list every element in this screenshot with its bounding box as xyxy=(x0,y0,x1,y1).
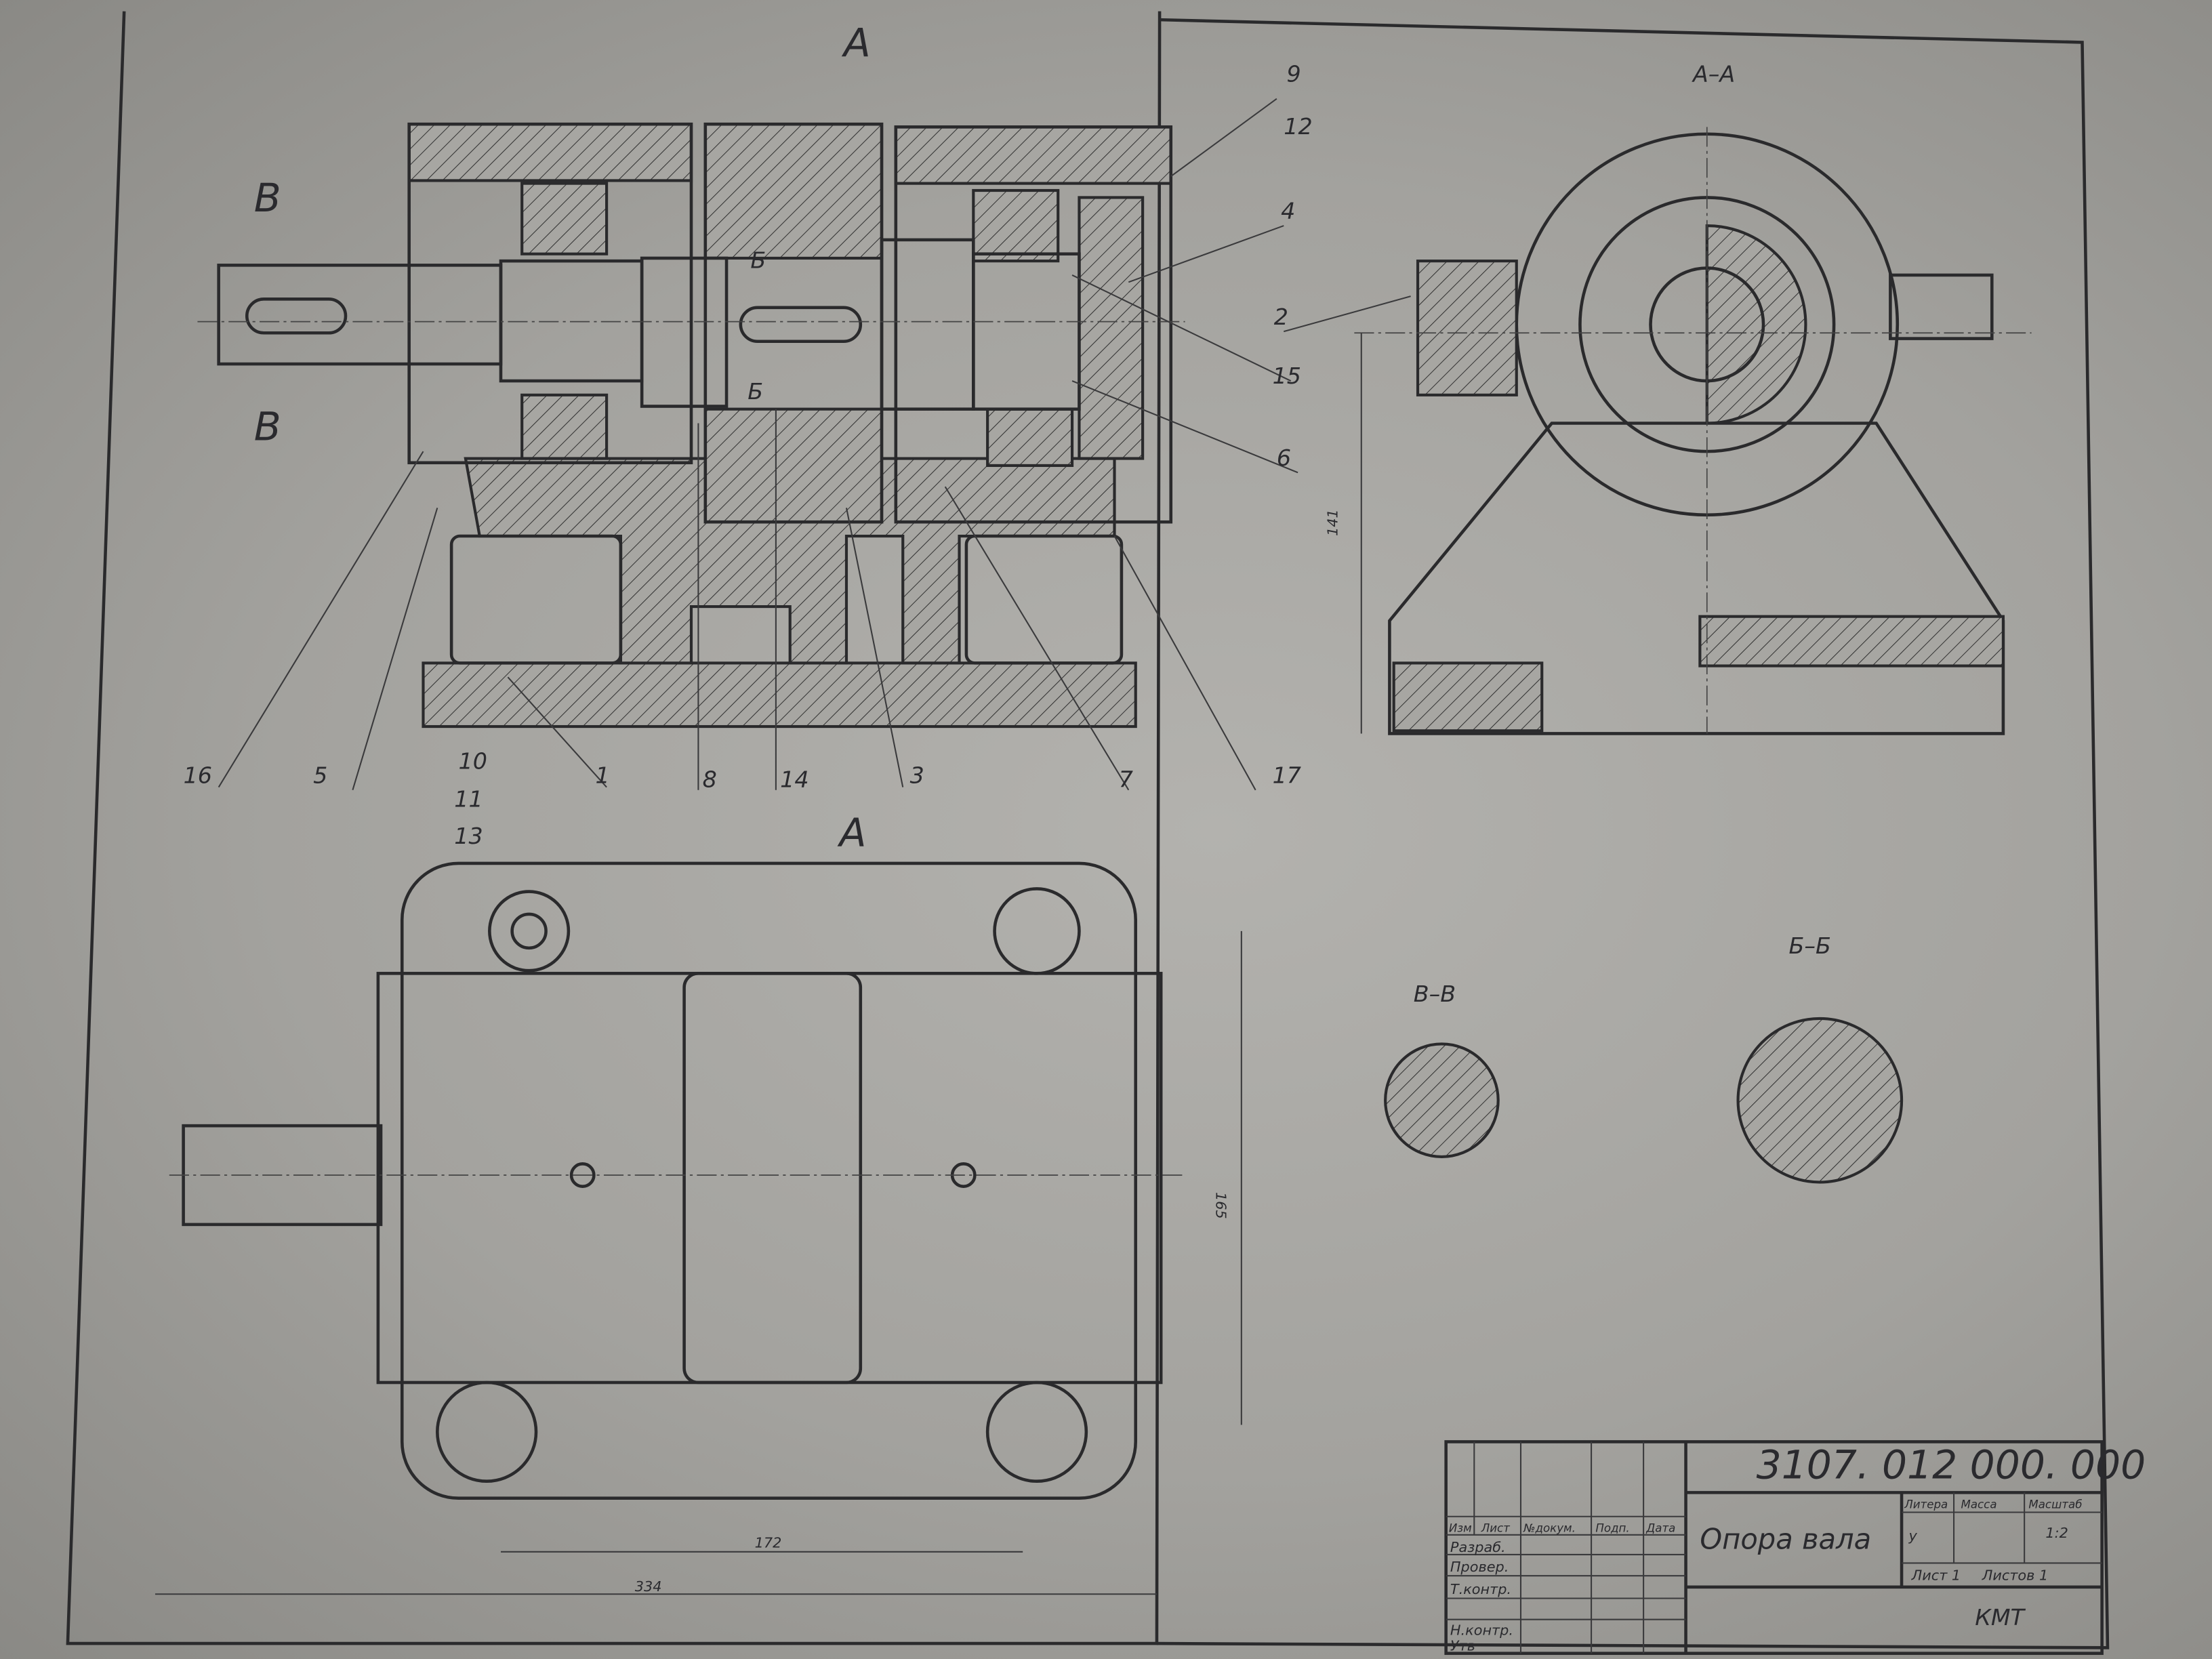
scale-label: Масштаб xyxy=(2028,1498,2082,1511)
role-razrab: Разраб. xyxy=(1450,1539,1506,1555)
mass-label: Масса xyxy=(1961,1498,1996,1511)
front-section-view xyxy=(197,122,1185,729)
section-title-a-a: А–А xyxy=(1692,61,1735,87)
part-number-7: 7 xyxy=(1119,766,1133,793)
litera-label: Литера xyxy=(1904,1498,1948,1511)
plan-view: 334 172 165 xyxy=(155,861,1242,1595)
organization: КМТ xyxy=(1975,1604,2026,1631)
frame-right-page xyxy=(1156,18,2110,1650)
part-number-1: 1 xyxy=(595,762,609,788)
litera-value: у xyxy=(1908,1528,1917,1544)
header-doc: №докум. xyxy=(1523,1522,1576,1535)
drawing-name: Опора вала xyxy=(1700,1523,1871,1556)
sheet-number: Лист 1 xyxy=(1911,1567,1961,1583)
part-number-5: 5 xyxy=(313,762,327,788)
section-marker-a-bottom: А xyxy=(837,810,867,856)
part-number-11: 11 xyxy=(454,786,483,813)
role-nkontr: Н.контр. xyxy=(1450,1622,1513,1639)
part-number-16: 16 xyxy=(184,762,212,788)
dimension-overall-length: 334 xyxy=(635,1578,662,1595)
part-number-9: 9 xyxy=(1286,61,1300,87)
header-list: Лист xyxy=(1481,1522,1511,1535)
title-block: 3107. 012 000. 000 Опора вала Изм Лист №… xyxy=(1444,1440,2146,1655)
part-number-13: 13 xyxy=(454,823,483,849)
section-marker-b-bottom: Б xyxy=(747,378,763,405)
header-sign: Подп. xyxy=(1595,1522,1629,1535)
header-date: Дата xyxy=(1645,1522,1675,1535)
section-marker-v-top: В xyxy=(254,175,281,221)
frame-left-page xyxy=(66,11,1162,1645)
part-number-17: 17 xyxy=(1273,762,1301,788)
section-marker-b-top: Б xyxy=(750,247,766,274)
role-tkontr: Т.контр. xyxy=(1450,1581,1511,1597)
part-number-8: 8 xyxy=(703,766,717,793)
drawing-designation: 3107. 012 000. 000 xyxy=(1757,1442,2146,1488)
dimension-height: 141 xyxy=(1324,509,1340,536)
section-marker-v-bottom: В xyxy=(254,403,281,449)
part-number-12: 12 xyxy=(1284,113,1312,140)
part-number-3: 3 xyxy=(910,762,924,788)
role-utv: Утв xyxy=(1450,1638,1475,1654)
section-marker-a-top: А xyxy=(841,20,871,66)
header-izm: Изм xyxy=(1449,1522,1472,1535)
scale-value: 1:2 xyxy=(2045,1525,2068,1541)
role-prover: Провер. xyxy=(1450,1559,1509,1575)
part-number-15: 15 xyxy=(1273,363,1301,389)
part-number-6: 6 xyxy=(1277,445,1291,471)
section-b-b-view: Б–Б xyxy=(1736,933,1904,1184)
dimension-bolt-spacing: 172 xyxy=(755,1535,782,1551)
section-title-b-b: Б–Б xyxy=(1789,933,1831,959)
part-number-14: 14 xyxy=(780,766,808,793)
sheet-count: Листов 1 xyxy=(1982,1567,2049,1583)
section-a-a-view: А–А 141 xyxy=(1324,61,2032,735)
part-number-2: 2 xyxy=(1274,304,1288,330)
dimension-width: 165 xyxy=(1212,1192,1229,1219)
section-v-v-view: В–В xyxy=(1384,981,1500,1159)
section-title-v-v: В–В xyxy=(1414,981,1456,1007)
part-number-10: 10 xyxy=(459,747,487,774)
part-number-4: 4 xyxy=(1281,198,1295,224)
